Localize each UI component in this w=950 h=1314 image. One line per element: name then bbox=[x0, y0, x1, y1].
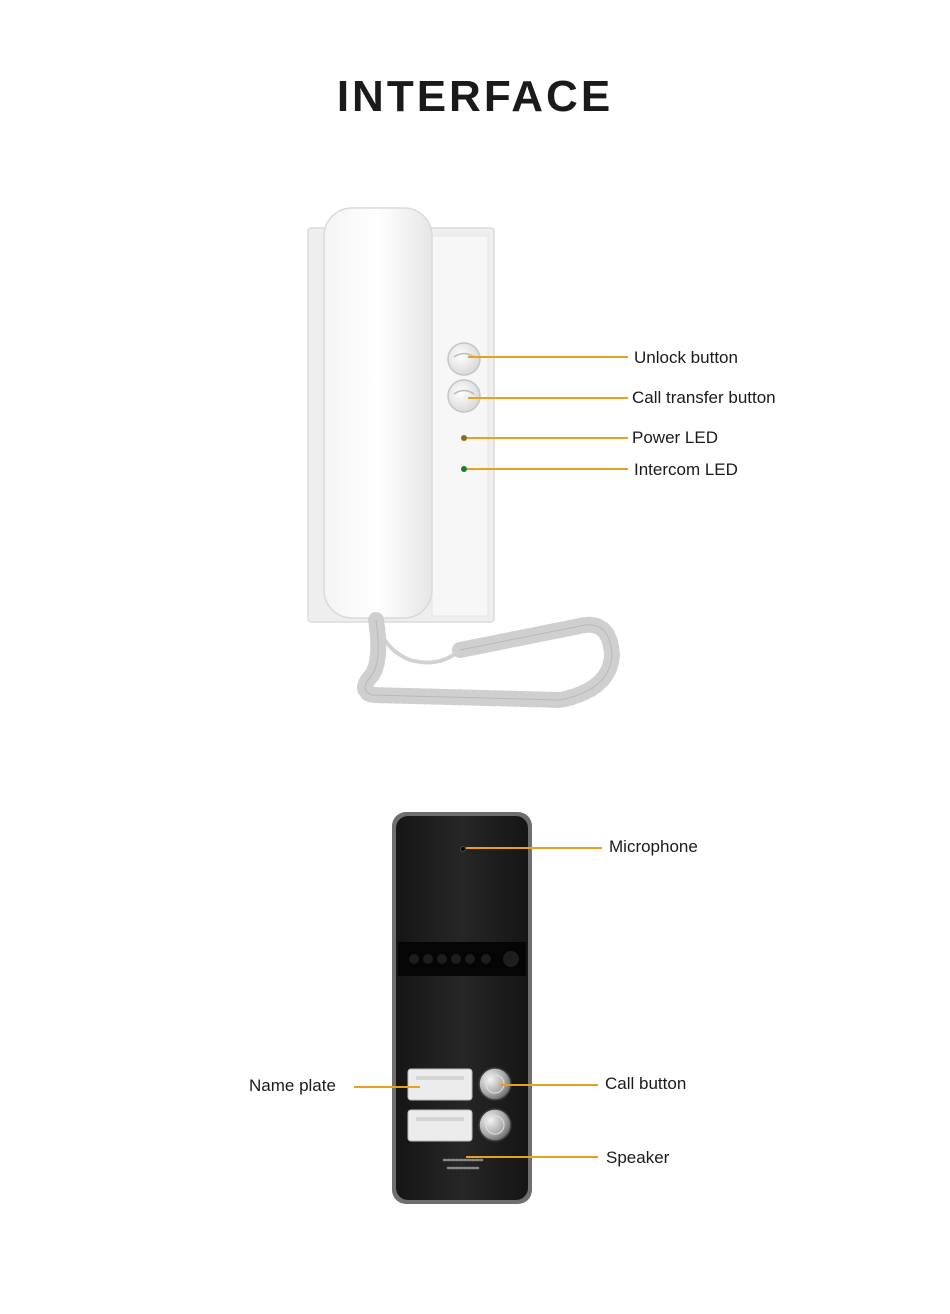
power-led-label: Power LED bbox=[632, 428, 718, 447]
speaker-grille bbox=[442, 1158, 484, 1170]
call-transfer-button-shape bbox=[447, 379, 481, 413]
indoor-leader-lines bbox=[467, 356, 628, 470]
call-button-label: Call button bbox=[605, 1074, 687, 1093]
handset-cord bbox=[374, 619, 462, 665]
call-transfer-button-label: Call transfer button bbox=[632, 388, 776, 407]
indoor-unit bbox=[307, 207, 621, 709]
microphone-label: Microphone bbox=[609, 837, 698, 856]
unlock-button-shape bbox=[447, 342, 481, 376]
name-plate-2 bbox=[407, 1109, 473, 1142]
power-led-dot bbox=[461, 435, 467, 441]
outdoor-leader-lines bbox=[354, 847, 602, 1158]
outdoor-unit bbox=[392, 812, 532, 1204]
name-plate-label: Name plate bbox=[249, 1076, 336, 1095]
ir-leds bbox=[409, 951, 519, 967]
name-plate-1 bbox=[407, 1068, 473, 1101]
intercom-led-label: Intercom LED bbox=[634, 460, 738, 479]
indoor-face bbox=[431, 235, 489, 617]
call-button-2-shape bbox=[478, 1108, 512, 1142]
page-title: INTERFACE bbox=[336, 72, 614, 121]
microphone-hole bbox=[460, 846, 466, 852]
intercom-led-dot bbox=[461, 466, 467, 472]
handset bbox=[323, 207, 433, 619]
unlock-button-label: Unlock button bbox=[634, 348, 738, 367]
speaker-label: Speaker bbox=[606, 1148, 670, 1167]
outdoor-panel bbox=[396, 816, 528, 1200]
